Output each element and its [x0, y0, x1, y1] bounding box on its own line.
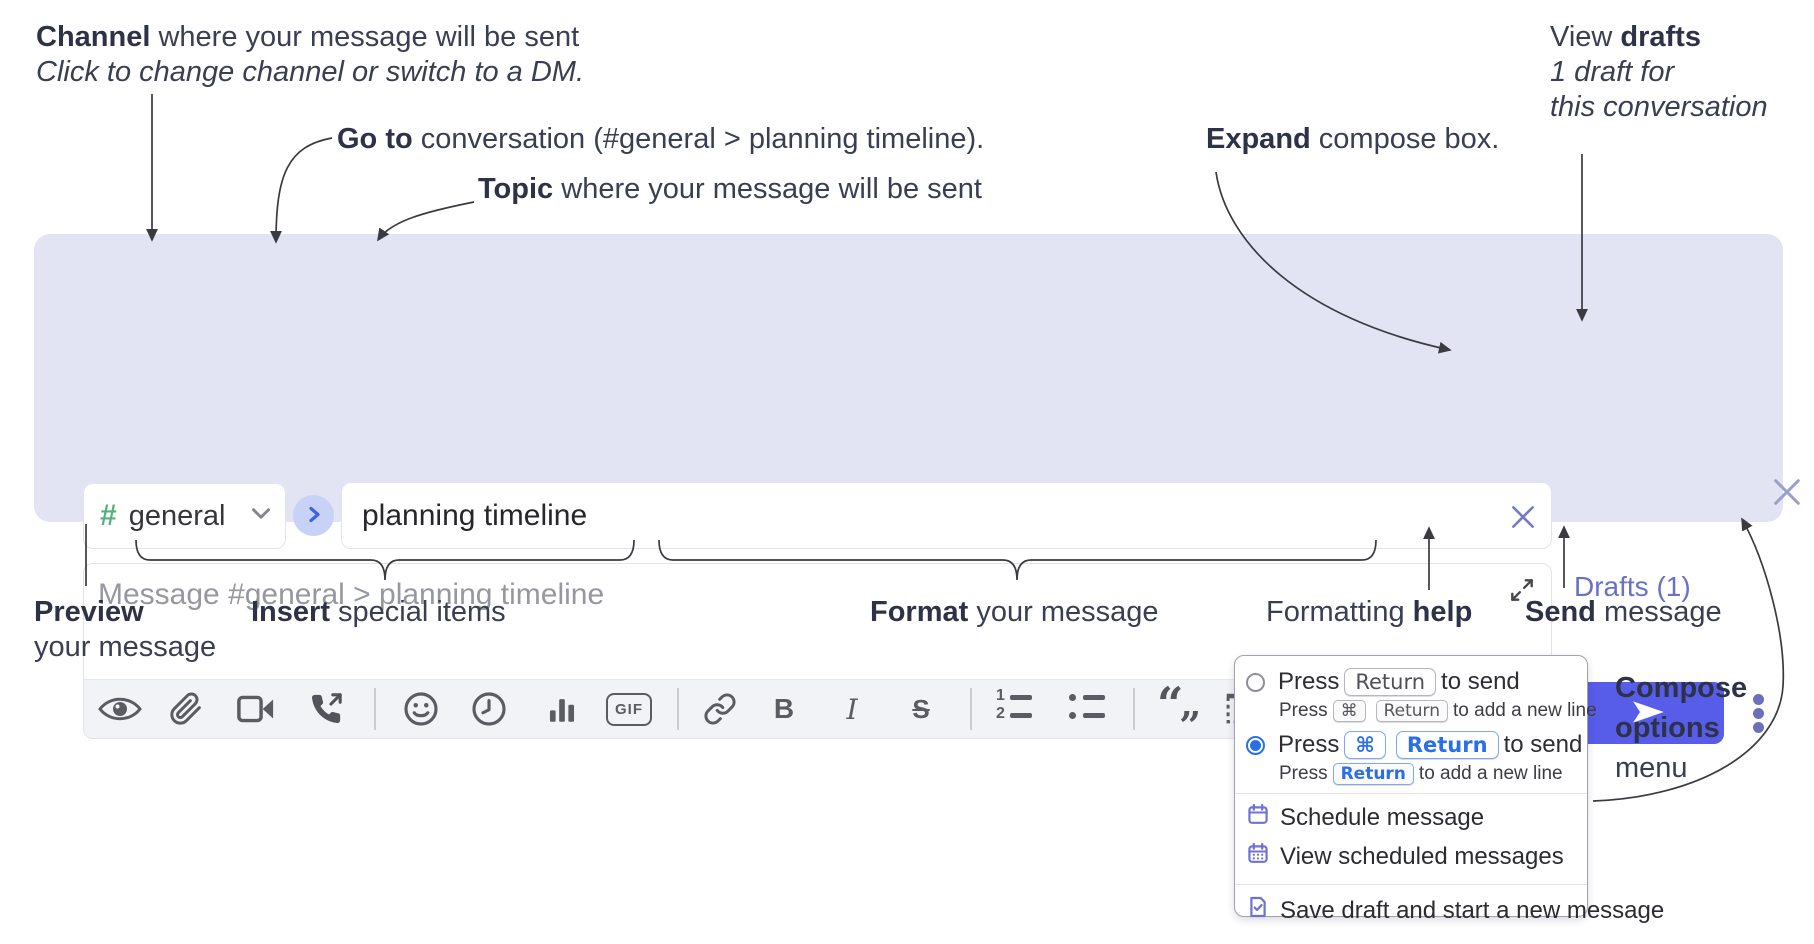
chevron-right-icon: [306, 505, 322, 527]
insert-annotation: Insert special items: [251, 596, 506, 628]
chevron-down-icon: [251, 507, 271, 525]
toolbar-divider: [970, 688, 972, 730]
return-key: Return: [1375, 700, 1448, 722]
go-to-conversation-button[interactable]: [293, 495, 334, 536]
schedule-time-icon[interactable]: [465, 685, 513, 733]
calendar-icon: [1247, 803, 1269, 832]
video-call-icon[interactable]: [232, 685, 280, 733]
radio-unselected[interactable]: [1246, 672, 1265, 692]
cmd-key: ⌘: [1332, 700, 1366, 722]
compose-box: # general: [34, 234, 1800, 745]
numbered-list-icon[interactable]: 1 2: [991, 685, 1039, 733]
italic-icon[interactable]: I: [828, 685, 876, 733]
toolbar-divider: [1133, 688, 1135, 730]
link-icon[interactable]: [696, 685, 744, 733]
expand-icon[interactable]: [1507, 576, 1537, 606]
send-option-return[interactable]: Press Return to send: [1235, 668, 1587, 696]
menu-item-view-scheduled[interactable]: View scheduled messages: [1235, 837, 1587, 876]
channel-annotation: Channel where your message will be sent …: [36, 21, 585, 88]
preview-icon[interactable]: [96, 685, 144, 733]
topic-input[interactable]: [341, 482, 1552, 549]
menu-divider: [1235, 793, 1587, 794]
goto-annotation: Go to conversation (#general > planning …: [337, 123, 985, 155]
send-annotation: Send message: [1525, 596, 1722, 628]
close-icon[interactable]: [1770, 475, 1804, 509]
clear-topic-icon[interactable]: [1508, 502, 1538, 532]
return-key: Return: [1395, 731, 1499, 759]
compose-options-menu: Press Return to send Press ⌘ Return to a…: [1234, 655, 1664, 924]
radio-selected[interactable]: [1246, 735, 1265, 755]
cmd-key: ⌘: [1344, 731, 1386, 759]
attachment-icon[interactable]: [162, 685, 210, 733]
quote-icon[interactable]: “ ”: [1157, 677, 1201, 748]
toolbar-divider: [677, 688, 679, 730]
goto-pointer-line: [270, 137, 333, 244]
send-option-cmd-return[interactable]: Press ⌘ Return to send: [1235, 731, 1587, 759]
return-key: Return: [1332, 763, 1414, 785]
bulleted-list-icon[interactable]: [1064, 685, 1112, 733]
save-draft-icon: [1247, 896, 1269, 925]
formatting-help-annotation: Formatting help: [1266, 596, 1473, 628]
expand-annotation: Expand compose box.: [1206, 123, 1500, 155]
return-key: Return: [1344, 668, 1437, 696]
menu-item-schedule-message[interactable]: Schedule message: [1235, 798, 1587, 837]
audio-call-icon[interactable]: [302, 685, 350, 733]
preview-annotation: Preview your message: [34, 596, 217, 663]
strikethrough-icon[interactable]: S: [897, 685, 945, 733]
toolbar-divider: [374, 688, 376, 730]
format-annotation: Format your message: [870, 596, 1159, 628]
send-option-cmd-return-sub: Press Return to add a new line: [1279, 763, 1563, 785]
channel-name: general: [128, 499, 226, 532]
channel-hash-icon: #: [100, 499, 117, 532]
emoji-icon[interactable]: [397, 685, 445, 733]
compose-options-annotation: Compose options menu: [1615, 672, 1748, 784]
send-option-return-sub: Press ⌘ Return to add a new line: [1279, 700, 1597, 722]
menu-item-save-draft[interactable]: Save draft and start a new message: [1235, 891, 1664, 930]
topic-annotation: Topic where your message will be sent: [478, 173, 982, 205]
calendar-grid-icon: [1247, 842, 1269, 871]
gif-icon[interactable]: GIF: [603, 685, 655, 733]
menu-divider: [1235, 884, 1587, 885]
poll-icon[interactable]: [538, 685, 586, 733]
channel-selector[interactable]: # general: [83, 483, 286, 549]
view-drafts-annotation: View drafts 1 draft for this conversatio…: [1550, 21, 1768, 123]
bold-icon[interactable]: B: [760, 685, 808, 733]
